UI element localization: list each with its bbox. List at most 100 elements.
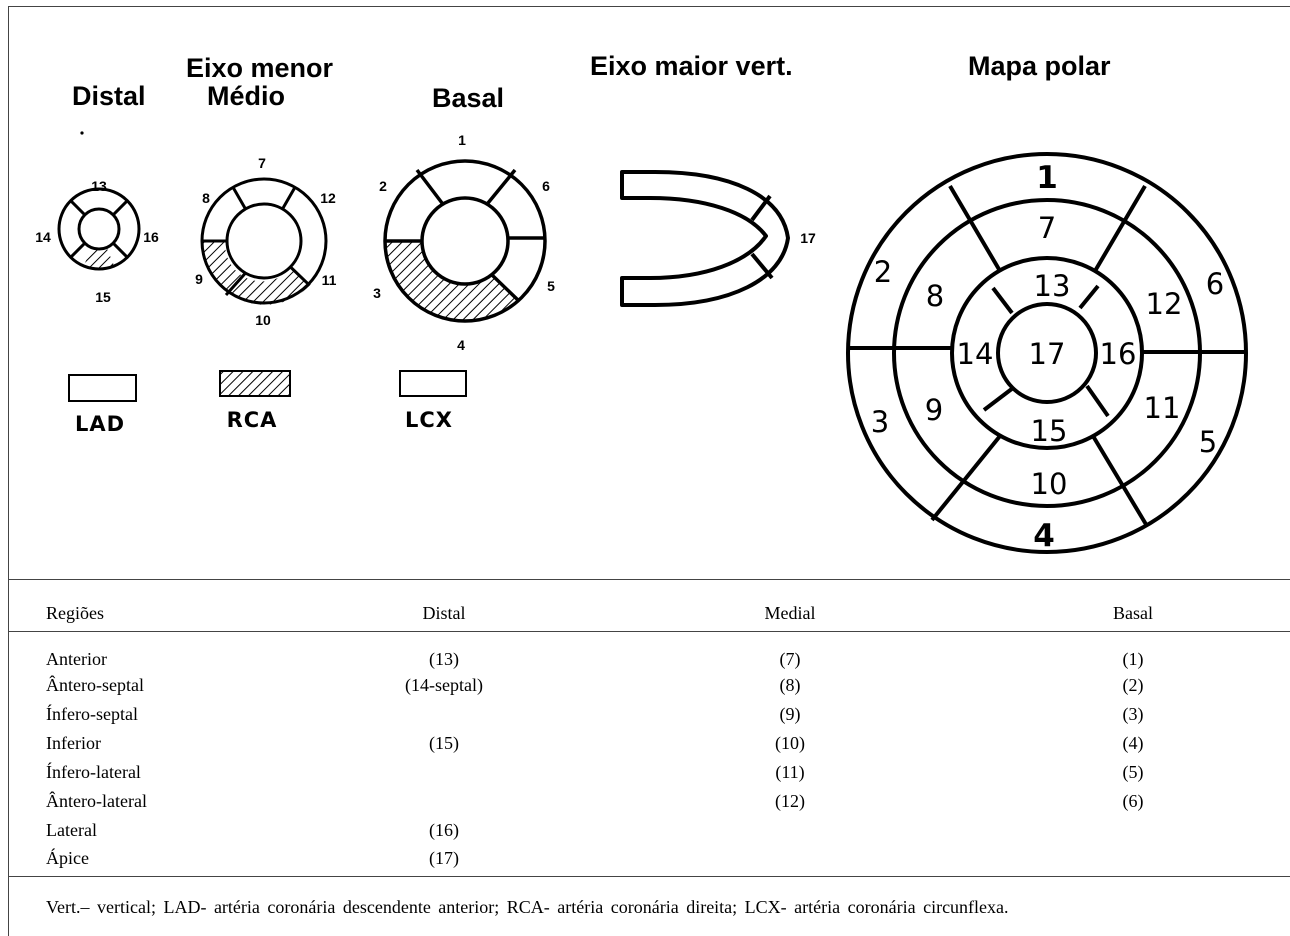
polar-label-11: 11: [1144, 391, 1181, 425]
table-row: Ântero-septal (14-septal) (8) (2): [0, 675, 1290, 697]
basal-label-1: 1: [458, 132, 466, 148]
basal-label-4: 4: [457, 337, 465, 353]
polar-label-17: 17: [1029, 337, 1066, 371]
table-header-regions: Regiões: [46, 603, 104, 623]
table-cell-medial: (10): [775, 733, 805, 753]
bullseye-figure: 13 14 15 16 7 8 9 10 11 12 1 2 3 4 5 6 1…: [35, 131, 1248, 554]
middle-label-10: 10: [255, 312, 271, 328]
basal-label-5: 5: [547, 278, 555, 294]
table-row: Ínfero-lateral (11) (5): [0, 762, 1290, 784]
footnote: Vert.– vertical; LAD- artéria coronária …: [46, 897, 1009, 917]
polar-map: [846, 152, 1248, 554]
table-header-rule: [8, 631, 1290, 632]
middle-ring: [200, 177, 328, 305]
table-cell-medial: (7): [779, 649, 801, 669]
long-axis-shape: [620, 170, 790, 307]
table-cell-distal: (13): [429, 649, 459, 669]
middle-label-9: 9: [195, 271, 203, 287]
table-cell-basal: (1): [1122, 649, 1144, 669]
heading-short-axis: Eixo menor: [186, 53, 334, 83]
table-cell-distal: (14-septal): [405, 675, 483, 695]
polar-label-1: 1: [1036, 160, 1058, 196]
table-cell-region: Ínfero-septal: [46, 704, 138, 724]
table-row: Lateral (16): [0, 820, 1290, 842]
table-bottom-rule: [8, 876, 1290, 877]
basal-hatched-segment: [385, 240, 520, 322]
table-cell-basal: (2): [1122, 675, 1144, 695]
long-axis-label-17: 17: [800, 230, 816, 246]
heading-polar-map: Mapa polar: [968, 51, 1111, 81]
table-row: Ântero-lateral (12) (6): [0, 791, 1290, 813]
table-row: Ápice (17): [0, 848, 1290, 870]
polar-label-10: 10: [1031, 467, 1068, 501]
middle-label-8: 8: [202, 190, 210, 206]
middle-label-11: 11: [322, 272, 337, 288]
table-cell-region: Ápice: [46, 848, 89, 868]
heading-vertical-long-axis: Eixo maior vert.: [590, 51, 793, 81]
polar-label-3: 3: [871, 405, 889, 439]
table-top-rule: [8, 579, 1290, 580]
distal-label-14: 14: [35, 229, 51, 245]
distal-hatched-segment: [83, 247, 115, 270]
polar-label-8: 8: [926, 279, 944, 313]
table-row: Anterior (13) (7) (1): [0, 649, 1290, 671]
basal-ring: [383, 159, 547, 323]
table-cell-distal: (16): [429, 820, 459, 840]
table-cell-medial: (8): [779, 675, 801, 695]
basal-label-3: 3: [373, 285, 381, 301]
polar-label-13: 13: [1034, 269, 1071, 303]
table-cell-region: Anterior: [46, 649, 107, 669]
table-header-row: Regiões Distal Medial Basal: [0, 603, 1290, 625]
heading-distal: Distal: [72, 81, 146, 111]
polar-label-15: 15: [1031, 414, 1068, 448]
table-cell-region: Ântero-lateral: [46, 791, 147, 811]
table-cell-basal: (5): [1122, 762, 1144, 782]
table-cell-basal: (4): [1122, 733, 1144, 753]
middle-hatched-segment: [202, 241, 310, 305]
heading-basal: Basal: [432, 83, 505, 113]
legend-label-lcx: LCX: [405, 408, 453, 432]
distal-label-13: 13: [91, 178, 107, 194]
distal-label-16: 16: [143, 229, 159, 245]
basal-label-2: 2: [379, 178, 387, 194]
polar-label-6: 6: [1206, 267, 1224, 301]
distal-label-15: 15: [95, 289, 111, 305]
polar-label-2: 2: [874, 255, 892, 289]
table-row: Inferior (15) (10) (4): [0, 733, 1290, 755]
basal-label-6: 6: [542, 178, 550, 194]
table-cell-region: Inferior: [46, 733, 101, 753]
polar-label-5: 5: [1199, 425, 1217, 459]
table-header-medial: Medial: [764, 603, 816, 623]
polar-label-7: 7: [1038, 211, 1056, 245]
heading-middle: Médio: [207, 81, 285, 111]
table-cell-medial: (12): [775, 791, 805, 811]
table-cell-distal: (17): [429, 848, 459, 868]
table-cell-region: Ântero-septal: [46, 675, 144, 695]
table-cell-basal: (6): [1122, 791, 1144, 811]
middle-label-7: 7: [258, 155, 266, 171]
table-cell-region: Ínfero-lateral: [46, 762, 141, 782]
figure-frame: [8, 6, 1290, 936]
table-header-distal: Distal: [422, 603, 466, 623]
polar-label-14: 14: [957, 337, 994, 371]
legend-swatch-lad: [68, 374, 137, 402]
polar-label-4: 4: [1033, 518, 1055, 554]
polar-label-9: 9: [925, 393, 943, 427]
table-cell-distal: (15): [429, 733, 459, 753]
table-header-basal: Basal: [1113, 603, 1153, 623]
table-cell-medial: (11): [775, 762, 805, 782]
legend-swatch-rca: [219, 370, 291, 397]
table-cell-basal: (3): [1122, 704, 1144, 724]
legend-label-rca: RCA: [227, 408, 278, 432]
distal-dot: [80, 131, 84, 135]
table-cell-medial: (9): [779, 704, 801, 724]
distal-ring: [57, 187, 141, 271]
middle-label-12: 12: [320, 190, 336, 206]
legend-label-lad: LAD: [75, 412, 125, 436]
polar-label-16: 16: [1100, 337, 1137, 371]
table-cell-region: Lateral: [46, 820, 97, 840]
legend: [68, 370, 467, 402]
polar-label-12: 12: [1146, 287, 1183, 321]
legend-swatch-lcx: [399, 370, 467, 397]
table-row: Ínfero-septal (9) (3): [0, 704, 1290, 726]
